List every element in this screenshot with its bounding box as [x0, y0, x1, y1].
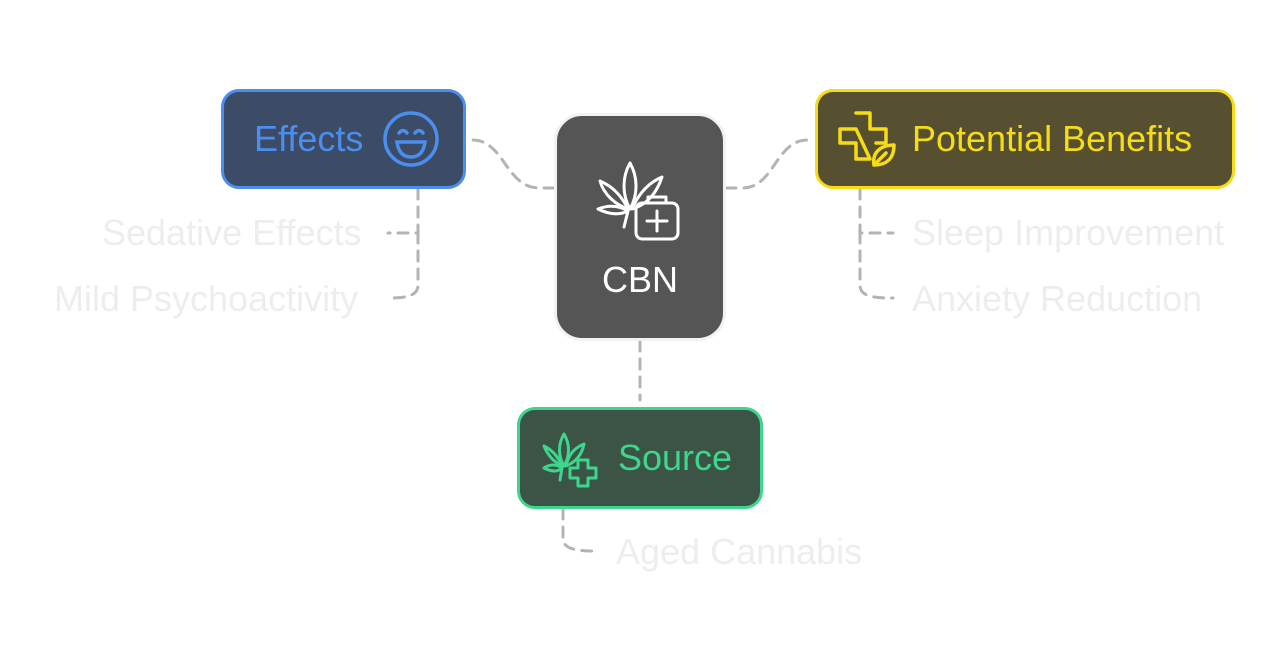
- connector-center-effects: [470, 138, 556, 190]
- leaf-aged-cannabis: Aged Cannabis: [616, 531, 863, 572]
- grinning-face-icon: [383, 111, 440, 167]
- medical-cross-leaf-icon: [838, 111, 896, 167]
- leaf-mild-psychoactivity: Mild Psychoactivity: [54, 278, 359, 319]
- connector-source-aged: [561, 507, 599, 553]
- connector-benefits-sleep: [858, 187, 895, 235]
- center-node[interactable]: CBN: [554, 113, 726, 341]
- connector-benefits-anxiety: [858, 231, 895, 300]
- connector-effects-psycho: [386, 231, 420, 300]
- benefits-label: Potential Benefits: [912, 118, 1193, 159]
- benefits-node[interactable]: Potential Benefits: [815, 89, 1235, 189]
- cannabis-medkit-icon: [596, 161, 680, 241]
- source-node[interactable]: Source: [517, 407, 763, 509]
- leaf-sedative-effects: Sedative Effects: [102, 212, 362, 253]
- connector-center-benefits: [724, 138, 810, 190]
- effects-label: Effects: [254, 118, 364, 159]
- leaf-anxiety-reduction: Anxiety Reduction: [912, 278, 1203, 319]
- cannabis-plus-icon: [542, 432, 598, 488]
- source-label: Source: [618, 437, 733, 478]
- leaf-sleep-improvement: Sleep Improvement: [912, 212, 1225, 253]
- connector-effects-sedative: [386, 187, 420, 235]
- center-label: CBN: [601, 259, 678, 300]
- effects-node[interactable]: Effects: [221, 89, 466, 189]
